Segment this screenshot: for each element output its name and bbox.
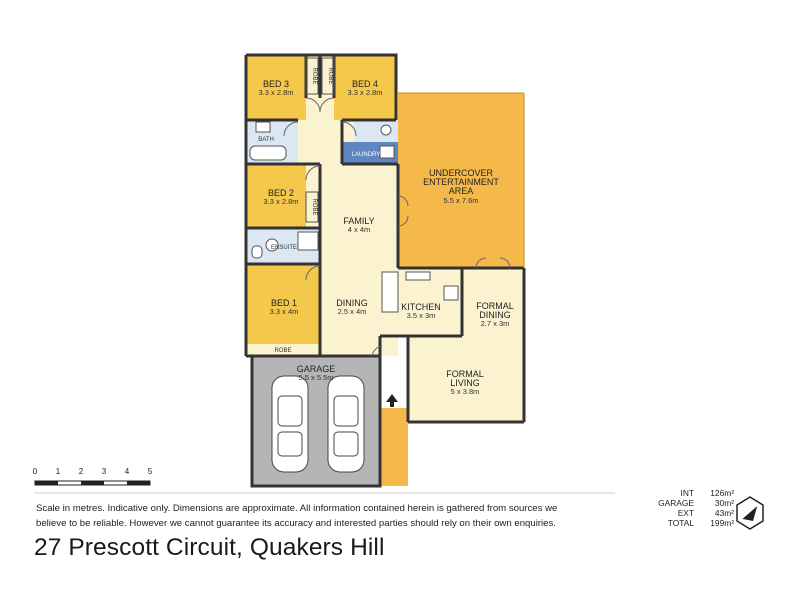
robe-dividers [305, 57, 335, 223]
scale-tick-3: 3 [102, 467, 107, 476]
bed2-area [246, 164, 306, 228]
undercover-name-1: UNDERCOVER [429, 168, 494, 178]
laundry-name: LAUNDRY [352, 152, 381, 158]
formal-living-name-2: LIVING [450, 378, 480, 388]
robe-label-2: ROBE [327, 67, 333, 84]
north-compass-icon [736, 496, 764, 530]
garage-dims: 5.5 x 5.5m [298, 373, 333, 382]
family-name: FAMILY [343, 216, 374, 226]
bed1-dims: 3.3 x 4m [270, 307, 299, 316]
kitchen-dims: 3.5 x 3m [407, 311, 436, 320]
area-summary: INT 126m² GARAGE 30m² EXT 43m² TOTAL 199… [640, 488, 734, 528]
area-label: GARAGE [658, 498, 694, 508]
dining-dims: 2.5 x 4m [338, 307, 367, 316]
formal-dining-name-1: FORMAL [476, 301, 514, 311]
ensuite-name: ENSUITE [271, 245, 297, 251]
formal-living-area [408, 336, 524, 422]
scale-bar [34, 480, 151, 486]
scale-tick-5: 5 [148, 467, 153, 476]
undercover-outline [398, 92, 525, 268]
bed4-name: BED 4 [352, 79, 378, 89]
walls [244, 53, 526, 488]
scale-tick-2: 2 [79, 467, 84, 476]
disclaimer: Scale in metres. Indicative only. Dimens… [36, 501, 626, 531]
area-label: INT [680, 488, 695, 498]
family-dims: 4 x 4m [348, 225, 371, 234]
bed4-dims: 3.3 x 2.8m [347, 88, 382, 97]
path-area [380, 408, 408, 486]
entry-arrow-icon [386, 394, 398, 402]
area-value: 199m² [710, 518, 734, 528]
door-swings [283, 97, 511, 357]
fixtures [249, 121, 459, 301]
robe-label-1: ROBE [311, 67, 317, 84]
bath-name: BATH [258, 137, 274, 143]
car-left [271, 375, 309, 473]
scale-tick-1: 1 [56, 467, 61, 476]
disclaimer-line-1: Scale in metres. Indicative only. Dimens… [36, 503, 558, 514]
bed3-dims: 3.3 x 2.8m [258, 88, 293, 97]
formal-dining-area [462, 268, 524, 340]
area-row-garage: GARAGE 30m² [640, 498, 734, 508]
bed1-area [246, 264, 320, 344]
formal-dining-dims: 2.7 x 3m [481, 319, 510, 328]
area-value: 126m² [710, 488, 734, 498]
robe-bed1-label: ROBE [274, 348, 291, 354]
disclaimer-line-2: believe to be reliable. However we canno… [36, 518, 556, 529]
property-address: 27 Prescott Circuit, Quakers Hill [34, 534, 385, 561]
dining-name: DINING [336, 298, 368, 308]
scale-tick-4: 4 [125, 467, 130, 476]
robe-label-3: ROBE [311, 198, 317, 215]
kitchen-bench [381, 271, 399, 313]
entry-arrow-stem [390, 401, 394, 407]
formal-living-name-1: FORMAL [446, 369, 484, 379]
area-value: 30m² [714, 498, 734, 508]
undercover-name-2: ENTERTAINMENT [423, 177, 499, 187]
kitchen-name: KITCHEN [401, 302, 441, 312]
undercover-name-3: AREA [449, 186, 474, 196]
garage-name: GARAGE [297, 364, 336, 374]
bed3-name: BED 3 [263, 79, 289, 89]
bed1-name: BED 1 [271, 298, 297, 308]
undercover-dims: 5.5 x 7.6m [443, 196, 478, 205]
bed2-name: BED 2 [268, 188, 294, 198]
formal-living-dims: 5 x 3.8m [451, 387, 480, 396]
car-right [327, 375, 365, 473]
area-value: 43m² [714, 508, 734, 518]
area-row-total: TOTAL 199m² [640, 518, 734, 528]
scale-tick-0: 0 [33, 467, 38, 476]
area-label: TOTAL [667, 518, 694, 528]
bed2-dims: 3.3 x 2.8m [263, 197, 298, 206]
undercover-area [398, 93, 524, 267]
area-label: EXT [677, 508, 694, 518]
area-row-int: INT 126m² [640, 488, 735, 498]
formal-dining-name-2: DINING [479, 310, 511, 320]
bed3-area [246, 55, 306, 120]
area-row-ext: EXT 43m² [640, 508, 734, 518]
bed4-area [334, 55, 396, 120]
robe-bed1-area [246, 344, 320, 356]
